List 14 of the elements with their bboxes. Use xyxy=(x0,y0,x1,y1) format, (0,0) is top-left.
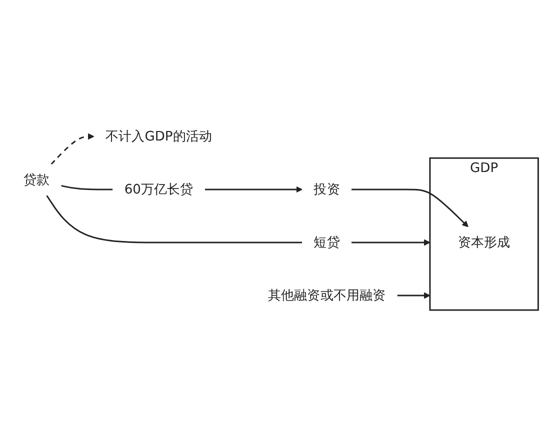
node-text: 其他融资或不用融资 xyxy=(268,288,386,304)
node-text: 60万亿长贷 xyxy=(124,182,194,198)
node-text: 投资 xyxy=(314,182,340,198)
node-text: 贷款 xyxy=(23,172,50,188)
arrow xyxy=(397,292,430,299)
node-text: 资本形成 xyxy=(458,234,510,250)
arrow xyxy=(352,239,430,246)
node-text: 不计入GDP的活动 xyxy=(106,128,212,144)
connector xyxy=(46,195,302,244)
node-text: 短贷 xyxy=(314,234,340,250)
arrow xyxy=(204,186,302,193)
arrow xyxy=(352,188,468,228)
connector xyxy=(61,184,113,190)
arrow xyxy=(50,133,94,165)
